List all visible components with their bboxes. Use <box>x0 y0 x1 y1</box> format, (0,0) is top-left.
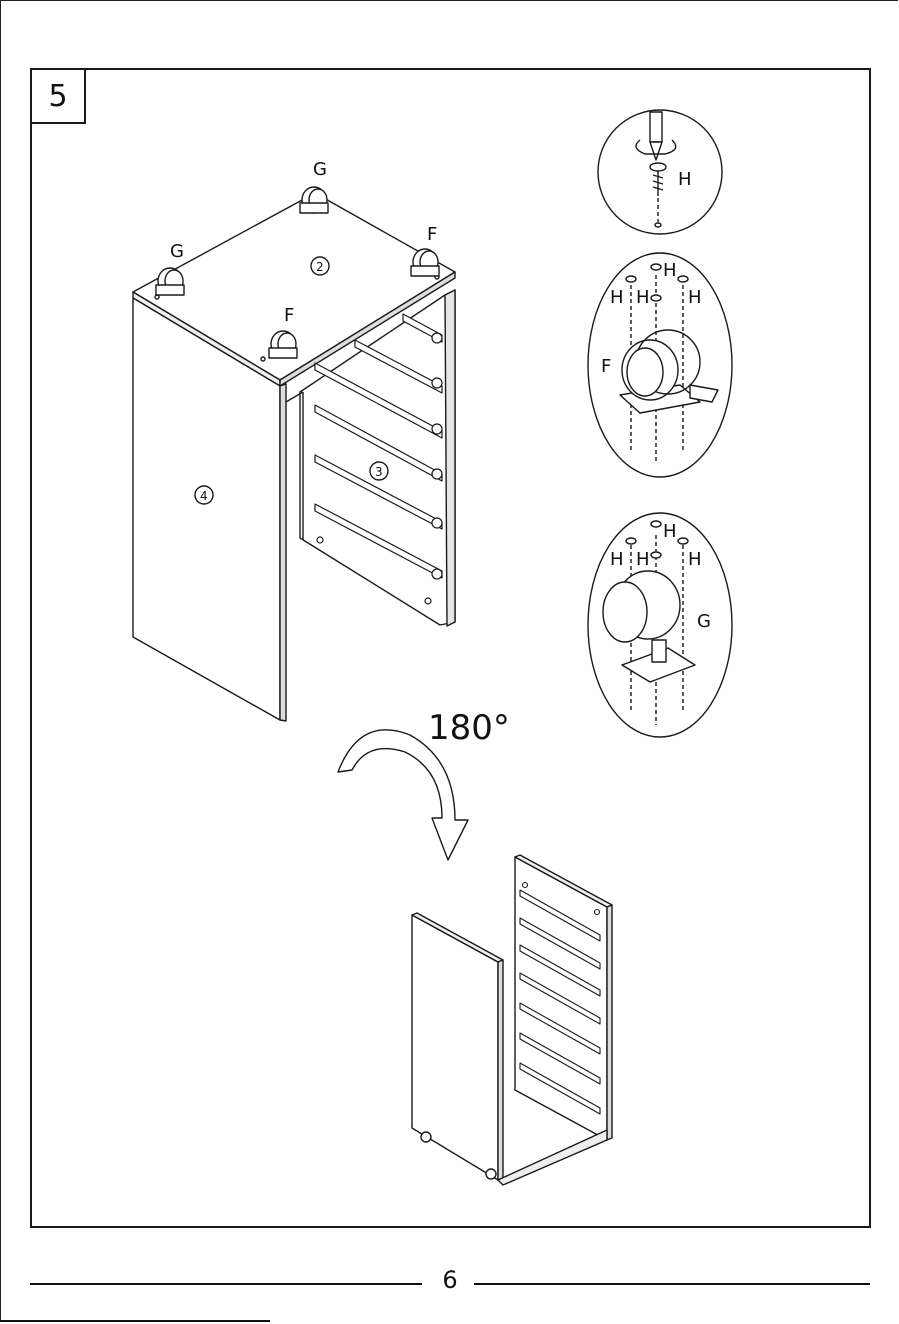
screw-label-h: H <box>610 287 624 308</box>
rotate-arrow-icon <box>338 730 468 860</box>
bottom-rule <box>0 1320 270 1322</box>
part-number-slides: 3 <box>375 465 383 479</box>
screw-label-h: H <box>663 521 677 542</box>
footer-rule-left <box>30 1283 422 1285</box>
caster-label-g: G <box>170 241 184 262</box>
part-number-side: 4 <box>200 489 208 503</box>
part-number-top: 2 <box>316 260 324 274</box>
screw-label-h: H <box>636 549 650 570</box>
page-number: 6 <box>435 1266 465 1294</box>
rotation-label: 180° <box>428 708 510 748</box>
cabinet-upside-down <box>133 193 455 721</box>
caster-wheel-icon <box>156 268 184 295</box>
cabinet-upright <box>412 855 612 1185</box>
screw-label-h: H <box>636 287 650 308</box>
caster-label-g: G <box>313 159 327 180</box>
screw-label-h: H <box>678 169 692 190</box>
caster-wheel-icon <box>300 187 328 213</box>
caster-label-g: G <box>697 611 711 632</box>
caster-label-f: F <box>427 224 437 245</box>
screw-label-h: H <box>610 549 624 570</box>
caster-label-f: F <box>601 356 611 377</box>
step-number: 5 <box>30 68 86 124</box>
caster-label-f: F <box>284 305 294 326</box>
screw-label-h: H <box>688 549 702 570</box>
footer-rule-right <box>474 1283 870 1285</box>
screw-label-h: H <box>688 287 702 308</box>
screw-label-h: H <box>663 260 677 281</box>
detail-screwdriver <box>598 110 722 234</box>
